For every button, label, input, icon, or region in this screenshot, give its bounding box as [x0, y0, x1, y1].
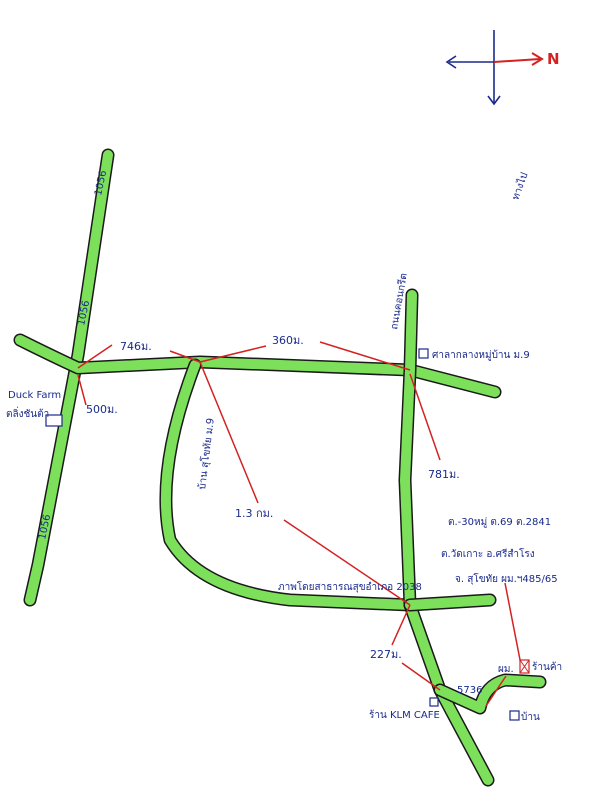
- distance-arrows: [77, 341, 523, 707]
- arrow-746-a: [77, 344, 113, 369]
- road-5736-fill: [435, 675, 545, 713]
- north-label: N: [547, 50, 560, 68]
- scribble-note: ทางไป: [509, 171, 530, 202]
- distance-13: 1.3 กม.: [235, 507, 273, 520]
- arrow-mp: [485, 675, 507, 707]
- arrow-781: [409, 373, 441, 461]
- shop-label: ร้านค้า: [532, 661, 562, 673]
- compass-north: [493, 58, 541, 63]
- compass: N: [445, 30, 560, 106]
- arrow-13-b: [283, 519, 411, 606]
- bank-label: ภาพโดยสาธารณสุขอำเภอ 2038: [278, 580, 422, 593]
- distance-781: 781ม.: [428, 468, 460, 481]
- arrow-360-b: [319, 341, 411, 371]
- road-top-fill: [15, 335, 500, 397]
- home-marker: [509, 710, 520, 721]
- arrow-address: [504, 582, 523, 671]
- home-label: บ้าน: [521, 711, 540, 723]
- road-1056-fill: [25, 150, 113, 605]
- arrow-500: [77, 374, 87, 406]
- arrow-227-b: [401, 662, 441, 691]
- distance-360: 360ม.: [272, 334, 304, 347]
- meeting-hall-label: ศาลากลางหมู่บ้าน ม.9: [432, 349, 530, 361]
- meeting-hall-marker: [418, 348, 429, 359]
- arrow-227-a: [391, 604, 411, 646]
- arrow-360-a: [199, 345, 267, 363]
- compass-west-arrow: [445, 55, 457, 69]
- road-right-fill: [400, 290, 493, 785]
- shop-marker-cross-b: [519, 659, 530, 674]
- road-5736-label: 5736: [457, 685, 482, 696]
- cafe-marker: [429, 697, 439, 707]
- mp-label: ผม.: [498, 664, 514, 675]
- cafe-label: ร้าน KLM CAFE: [369, 709, 440, 721]
- arrow-746-b: [169, 350, 201, 363]
- address-line-1: ต.-30หมู่ ต.69 ต.2841: [448, 517, 551, 528]
- compass-north-arrow: [531, 52, 544, 66]
- road-1056-label-bottom: 1056: [37, 513, 53, 540]
- compass-south-arrow: [487, 95, 501, 106]
- arrow-13-a: [199, 361, 259, 504]
- road-1056-label-top: 1056: [93, 169, 109, 196]
- road-network: [13, 148, 547, 787]
- duck-farm-label: Duck Farm: [8, 390, 61, 401]
- distance-746: 746ม.: [120, 340, 152, 353]
- distance-500: 500ม.: [86, 403, 118, 416]
- village-road-label: บ้าน สุโขทัย ม.9: [195, 417, 217, 490]
- address-line-3: จ. สุโขทัย ผม.ฯ485/65: [455, 572, 558, 585]
- address-line-2: ต.วัดเกาะ อ.ศรีสำโรง: [441, 547, 535, 560]
- road-loop-fill: [160, 360, 415, 610]
- road-lower-fill: [405, 595, 495, 610]
- road-1056-label-mid: 1056: [76, 299, 92, 326]
- duck-farm-marker: [45, 414, 63, 427]
- distance-227: 227ม.: [370, 648, 402, 661]
- duck-farm-thai-label: ตลิ่งชันต้า: [6, 406, 49, 420]
